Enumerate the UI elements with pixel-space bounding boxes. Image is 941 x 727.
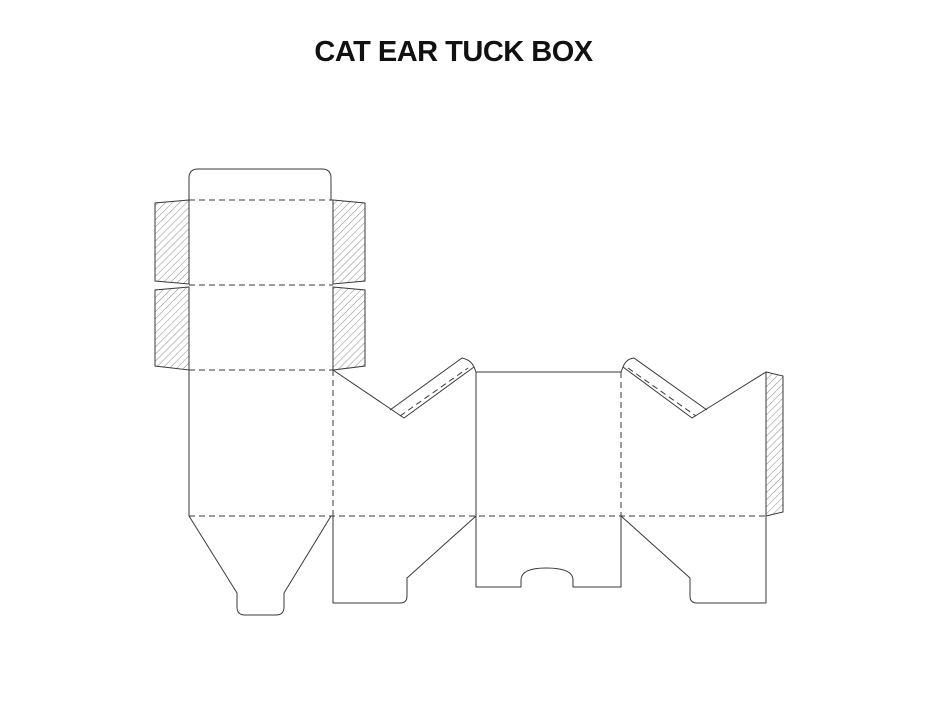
cat-ear-right-notch <box>622 357 708 411</box>
top-tuck-flap <box>188 168 332 200</box>
cat-ear-left-notch <box>389 357 475 411</box>
glue-strip-right <box>765 371 784 517</box>
bottom-flap-2 <box>475 516 622 588</box>
cat-ear-right-cut <box>620 366 767 516</box>
bottom-flap-1 <box>332 515 477 604</box>
left-panel-cut <box>188 370 332 616</box>
top-dust-flap-right <box>332 199 366 285</box>
cat-ear-right-fold <box>627 367 697 417</box>
top-dust-flap-left <box>154 199 190 285</box>
upper-side-flap-left <box>154 286 190 371</box>
bottom-flap-3 <box>620 515 767 604</box>
upper-side-flap-right <box>332 286 366 371</box>
cat-ear-left-cut <box>332 366 477 516</box>
cat-ear-left-fold <box>399 367 469 417</box>
diagram-title: CAT EAR TUCK BOX <box>314 36 593 68</box>
